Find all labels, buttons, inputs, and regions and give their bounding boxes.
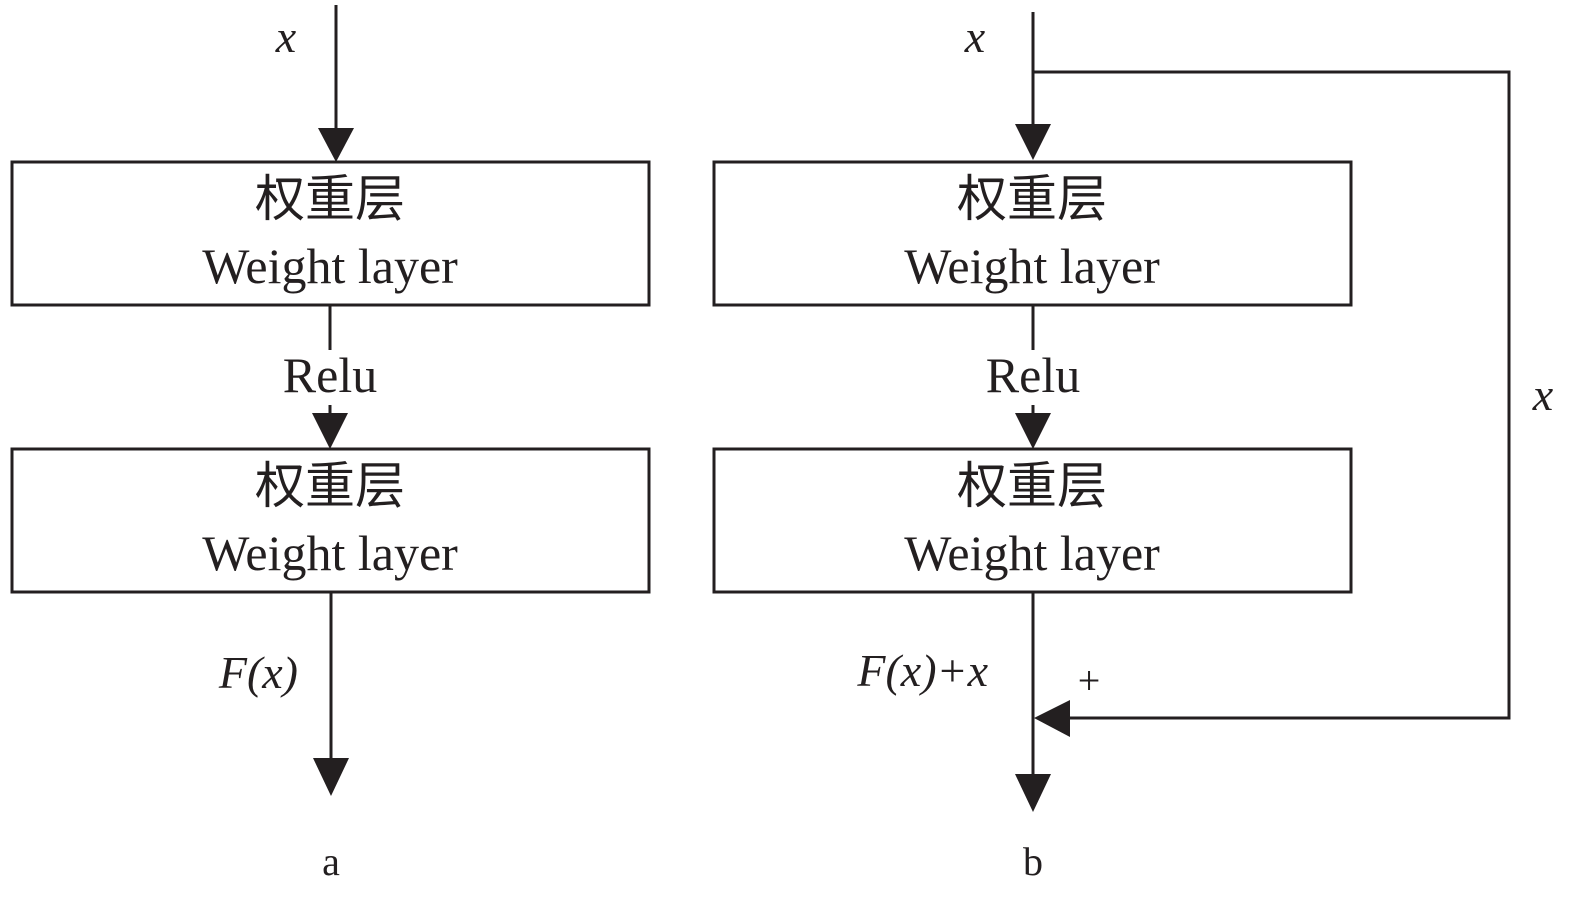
caption-a: a <box>322 839 340 884</box>
caption-b: b <box>1023 839 1043 884</box>
arrowhead-icon <box>313 758 349 796</box>
arrowhead-icon <box>1015 124 1051 160</box>
arrowhead-icon <box>1034 700 1070 737</box>
relu-label-b: Relu <box>986 347 1080 403</box>
weight-layer-box-a2: 权重层 Weight layer <box>10 447 651 594</box>
weight-layer-en-label: Weight layer <box>904 238 1160 294</box>
relu-label-a: Relu <box>283 347 377 403</box>
shortcut-label: x <box>1532 369 1554 420</box>
weight-layer-box-a1: 权重层 Weight layer <box>10 160 651 307</box>
arrowhead-icon <box>312 413 348 449</box>
weight-layer-zh-label: 权重层 <box>255 171 405 227</box>
weight-layer-zh-label: 权重层 <box>957 458 1107 514</box>
output-label-a: F(x) <box>218 647 298 698</box>
weight-layer-en-label: Weight layer <box>202 238 458 294</box>
shortcut-connection-line <box>1033 70 1511 720</box>
weight-layer-box-b2: 权重层 Weight layer <box>712 447 1353 594</box>
output-label-b: F(x)+x <box>856 645 988 696</box>
weight-layer-en-label: Weight layer <box>202 525 458 581</box>
weight-layer-zh-label: 权重层 <box>255 458 405 514</box>
arrowhead-icon <box>1015 774 1051 812</box>
weight-layer-zh-label: 权重层 <box>957 171 1107 227</box>
arrowhead-icon <box>1015 413 1051 449</box>
panel-a: x 权重层 Weight layer Relu 权重层 Weight layer… <box>10 5 651 884</box>
panel-b: x 权重层 Weight layer Relu 权重层 Weight layer… <box>712 11 1554 884</box>
weight-layer-en-label: Weight layer <box>904 525 1160 581</box>
input-label-a: x <box>275 11 297 62</box>
arrowhead-icon <box>318 128 354 162</box>
weight-layer-box-b1: 权重层 Weight layer <box>712 160 1353 307</box>
sum-sign: + <box>1078 658 1101 703</box>
input-label-b: x <box>964 11 986 62</box>
